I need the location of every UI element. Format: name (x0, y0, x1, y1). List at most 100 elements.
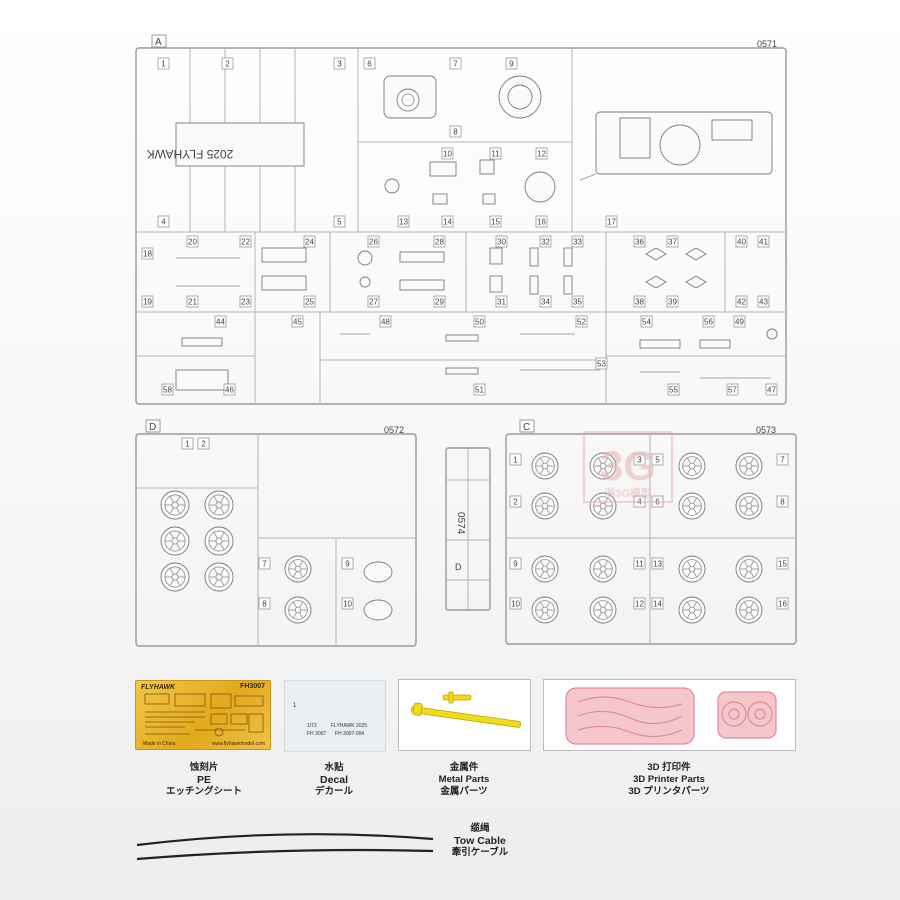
sprue-b-letter: D (149, 422, 156, 433)
sprue-a-part-52: 52 (577, 318, 586, 327)
sprue-a-part-25: 25 (305, 298, 314, 307)
sprue-c-roadwheel (735, 492, 763, 520)
sprue-c-part-11: 11 (635, 560, 644, 569)
sprue-c-part-13: 13 (653, 560, 662, 569)
sprue-c-roadwheel (678, 492, 706, 520)
sprue-c: C 0573 (505, 419, 797, 645)
printer-caption-en: 3D Printer Parts (633, 774, 705, 785)
sprue-a-part-1: 1 (161, 60, 166, 69)
decal-brand: FLYHAWK 2025 (331, 723, 368, 729)
sprue-a-part-23: 23 (241, 298, 250, 307)
sprue-c-part-16: 16 (778, 600, 787, 609)
sprue-c-roadwheel (678, 555, 706, 583)
printer-parts-box (543, 679, 796, 751)
sprue-b-wheel (284, 555, 312, 583)
watermark-big: 3G (600, 442, 656, 489)
sprue-a-part-32: 32 (541, 238, 550, 247)
sprue-c-roadwheel (589, 452, 617, 480)
printer-caption-cn: 3D 打印件 (647, 762, 691, 773)
sprue-b-roadwheel (204, 526, 234, 556)
sprue-b-part-8: 8 (262, 600, 267, 609)
sprue-c-roadwheel (531, 492, 559, 520)
sprue-a-part-5: 5 (337, 218, 342, 227)
cable-caption-cn: 缆绳 (470, 823, 490, 834)
sprue-a-part-18: 18 (143, 250, 152, 259)
sprue-a-part-41: 41 (759, 238, 768, 247)
sprue-c-roadwheel (678, 452, 706, 480)
sprue-a-part-27: 27 (369, 298, 378, 307)
sprue-a-part-40: 40 (737, 238, 746, 247)
sprue-a-part-49: 49 (735, 318, 744, 327)
sprue-c-part-12: 12 (635, 600, 644, 609)
sprue-small-code: 0574 (455, 512, 466, 535)
tow-cable-drawing (136, 833, 434, 861)
sprue-a-part-2: 2 (225, 60, 230, 69)
sprue-a-part-14: 14 (443, 218, 452, 227)
sprue-c-roadwheel (589, 596, 617, 624)
sprue-c-roadwheel (589, 492, 617, 520)
sprue-c-roadwheel (531, 452, 559, 480)
printer-caption: 3D 打印件 3D Printer Parts 3D プリンタパーツ (606, 762, 732, 798)
sprue-c-roadwheel (589, 555, 617, 583)
decal-sheet: 1 1/72 FLYHAWK 2025 FH 3007 FH 3007-004 (284, 680, 386, 752)
metal-caption-cn: 金属件 (449, 762, 479, 773)
decal-scale: 1/72 (307, 723, 317, 729)
sprue-a-part-38: 38 (635, 298, 644, 307)
decal-caption-cn: 水贴 (324, 762, 344, 773)
sprue-b-wheel (284, 596, 312, 624)
decal-caption: 水贴 Decal デカール (284, 762, 384, 798)
sprue-c-roadwheel (531, 555, 559, 583)
metal-caption-jp: 金属パーツ (440, 786, 488, 797)
sprue-a-part-7: 7 (453, 60, 458, 69)
sprue-a-part-13: 13 (399, 218, 408, 227)
sprue-a-part-58: 58 (163, 386, 172, 395)
decal-caption-jp: デカール (314, 786, 353, 797)
sprue-a-part-9: 9 (509, 60, 514, 69)
pe-parts-drawing (144, 693, 264, 737)
decal-code2: FH 3007-004 (335, 731, 365, 737)
sprue-a-part-46: 46 (225, 386, 234, 395)
sprue-a-code: 0571 (757, 39, 777, 49)
cable-caption: 缆绳 Tow Cable 牽引ケーブル (440, 823, 520, 859)
decal-caption-en: Decal (319, 774, 349, 786)
sprue-b-roadwheel (160, 526, 190, 556)
sprue-a: A 0571 2025 FLYHAWK (135, 34, 787, 405)
sprue-b-roadwheel (160, 562, 190, 592)
sprue-a-part-8: 8 (453, 128, 458, 137)
printer-caption-jp: 3D プリンタパーツ (628, 786, 710, 797)
sprue-a-part-26: 26 (369, 238, 378, 247)
sprue-a-part-36: 36 (635, 238, 644, 247)
sprue-c-roadwheel (531, 596, 559, 624)
sprue-a-part-28: 28 (435, 238, 444, 247)
pe-caption: 蚀刻片 PE エッチングシート (142, 762, 266, 798)
sprue-b-code: 0572 (384, 425, 404, 435)
sprue-c-part-14: 14 (653, 600, 662, 609)
metal-caption: 金属件 Metal Parts 金属パーツ (414, 762, 514, 798)
sprue-a-part-44: 44 (216, 318, 225, 327)
sprue-a-part-54: 54 (642, 318, 651, 327)
sprue-a-part-51: 51 (475, 386, 484, 395)
sprue-a-part-35: 35 (573, 298, 582, 307)
sprue-c-part-10: 10 (511, 600, 520, 609)
sprue-c-part-5: 5 (655, 456, 660, 465)
sprue-b-part-1: 1 (185, 440, 190, 449)
sprue-a-part-20: 20 (188, 238, 197, 247)
sprue-a-part-42: 42 (737, 298, 746, 307)
sprue-small-letter: D (455, 562, 462, 572)
watermark: 3G 海3G模型 (583, 431, 673, 503)
pe-web: www.flyhawkmodel.com (211, 741, 265, 747)
sprue-a-part-31: 31 (497, 298, 506, 307)
metal-caption-en: Metal Parts (438, 774, 490, 785)
sprue-a-part-4: 4 (161, 218, 166, 227)
sprue-a-part-11: 11 (491, 150, 500, 159)
sprue-a-part-47: 47 (767, 386, 776, 395)
sprue-a-plate-text: 2025 FLYHAWK (147, 147, 234, 161)
sprue-diagram: A 0571 2025 FLYHAWK (135, 34, 797, 647)
sprue-a-part-29: 29 (435, 298, 444, 307)
watermark-small: 海3G模型 (604, 486, 652, 500)
cable-caption-jp: 牽引ケーブル (451, 847, 509, 858)
sprue-a-part-39: 39 (668, 298, 677, 307)
